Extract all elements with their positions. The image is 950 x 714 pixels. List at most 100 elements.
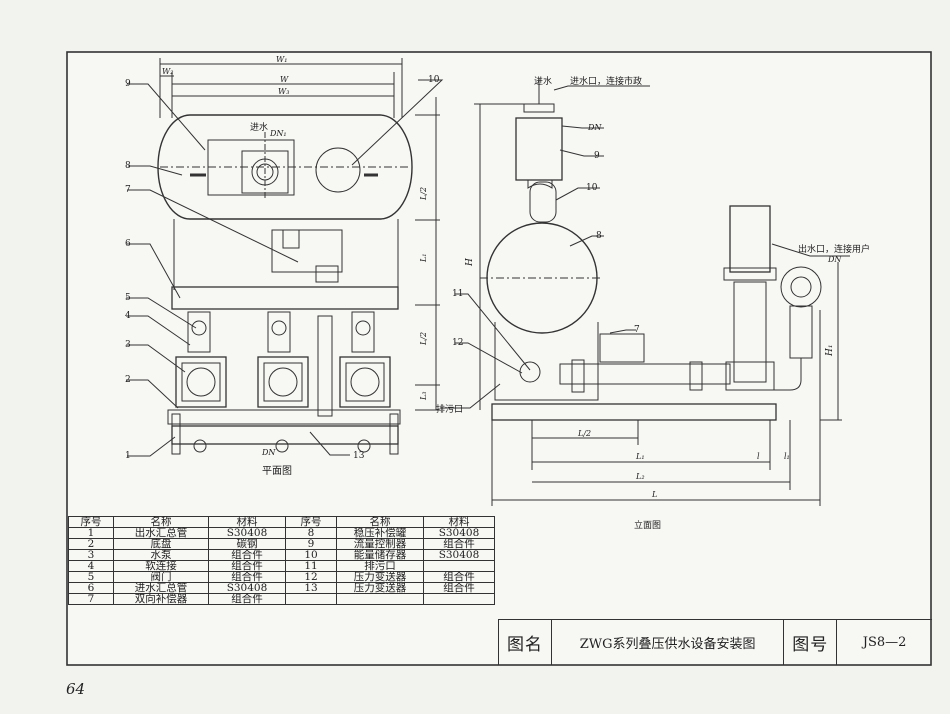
callout-7-elev: 7: [634, 325, 640, 335]
cell: 8: [285, 527, 337, 539]
dim-l1: L₁: [419, 253, 428, 263]
cell: 能量储存器: [336, 549, 424, 561]
callout-8: 8: [125, 161, 131, 171]
cell: 底盘: [113, 538, 209, 550]
cell: 压力变送器: [336, 571, 424, 583]
cell: 软连接: [113, 560, 209, 572]
cell: 9: [285, 538, 337, 550]
cell: 10: [285, 549, 337, 561]
dim-w1: W₁: [276, 55, 287, 64]
dim-w2: W₂: [162, 67, 173, 76]
elev-inlet-label: 进水: [534, 75, 552, 87]
callout-5: 5: [125, 293, 131, 303]
dim-l1-elev: L₁: [635, 452, 645, 461]
cell: 进水汇总管: [113, 582, 209, 594]
dim-w3: W₃: [278, 87, 289, 96]
cell: 2: [68, 538, 114, 550]
cell: 5: [68, 571, 114, 583]
cell: S30408: [423, 527, 495, 539]
cell: 组合件: [423, 582, 495, 594]
elev-dn-top: DN: [587, 123, 602, 132]
cell: S30408: [208, 527, 286, 539]
cell: S30408: [208, 582, 286, 594]
cell: 12: [285, 571, 337, 583]
dim-l2b: L/2: [419, 332, 428, 346]
cell: 3: [68, 549, 114, 561]
callout-8-elev: 8: [596, 231, 602, 241]
callout-6: 6: [125, 239, 131, 249]
page-number: 64: [66, 680, 86, 698]
cell: 组合件: [423, 538, 495, 550]
cell: 流量控制器: [336, 538, 424, 550]
cell: 组合件: [423, 571, 495, 583]
cell: 11: [285, 560, 337, 572]
dim-h: H: [465, 258, 475, 267]
cell: [285, 593, 337, 605]
title-number-label: 图号: [784, 620, 838, 665]
cell: 压力变送器: [336, 582, 424, 594]
dim-l2a: L/2: [419, 187, 428, 201]
header-material: 材料: [208, 516, 286, 528]
cell: [423, 560, 495, 572]
cell: 排污口: [336, 560, 424, 572]
cell: 组合件: [208, 549, 286, 561]
elev-outlet-text: 出水口，连接用户: [798, 243, 870, 255]
dim-l1-small: l₁: [784, 452, 790, 461]
plan-inlet-label: 进水: [250, 121, 268, 133]
cell: [423, 593, 495, 605]
elev-dn-out: DN: [827, 255, 842, 264]
callout-10: 10: [428, 75, 440, 85]
cell: 稳压补偿罐: [336, 527, 424, 539]
title-block: 图名 ZWG系列叠压供水设备安装图 图号 JS8—2: [498, 619, 932, 665]
callout-4: 4: [125, 311, 131, 321]
elevation-view-text: 进水 进水口，连接市政 DN 9 10 8 7 11 12 排污口 出水口，连接…: [436, 75, 870, 531]
drawing-number: JS8—2: [862, 635, 907, 650]
table-header-row: 序号 名称 材料 序号 名称 材料: [68, 516, 495, 528]
dim-h1: H₁: [825, 345, 835, 357]
cell: 组合件: [208, 560, 286, 572]
elevation-view: [440, 78, 850, 506]
dim-l2-elev: L₂: [635, 472, 645, 481]
cell: 阀门: [113, 571, 209, 583]
cell: [336, 593, 424, 605]
header-name-2: 名称: [336, 516, 424, 528]
callout-3: 3: [125, 340, 131, 350]
dim-l-elev: L: [651, 490, 657, 499]
plan-view-text: 9 8 7 6 5 4 3 2 1 10 13 W₁ W₂ W W₃ 进水 DN…: [125, 55, 440, 477]
callout-12-elev: 12: [452, 338, 463, 348]
cell: 1: [68, 527, 114, 539]
header-seq: 序号: [68, 516, 114, 528]
dim-half-l: L/2: [577, 429, 591, 438]
cell: S30408: [423, 549, 495, 561]
plan-view-caption: 平面图: [262, 465, 292, 477]
cell: 水泵: [113, 549, 209, 561]
dim-w: W: [280, 75, 289, 84]
cell: 出水汇总管: [113, 527, 209, 539]
header-material-2: 材料: [423, 516, 495, 528]
callout-13: 13: [353, 451, 365, 461]
cell: 7: [68, 593, 114, 605]
elevation-view-caption: 立面图: [634, 519, 661, 531]
callout-10-elev: 10: [586, 183, 598, 193]
header-seq-2: 序号: [285, 516, 337, 528]
dim-dn1: DN₁: [269, 129, 287, 138]
callout-1: 1: [125, 451, 131, 461]
elev-drain-text: 排污口: [436, 403, 463, 415]
callout-9-elev: 9: [594, 151, 600, 161]
plan-view: [126, 58, 444, 457]
title-name-label: 图名: [499, 620, 552, 665]
callout-9: 9: [125, 79, 131, 89]
callout-2: 2: [125, 375, 131, 385]
dim-l3: L₃: [419, 391, 428, 401]
cell: 组合件: [208, 571, 286, 583]
header-name: 名称: [113, 516, 209, 528]
cell: 6: [68, 582, 114, 594]
drawing-title: ZWG系列叠压供水设备安装图: [552, 620, 785, 665]
